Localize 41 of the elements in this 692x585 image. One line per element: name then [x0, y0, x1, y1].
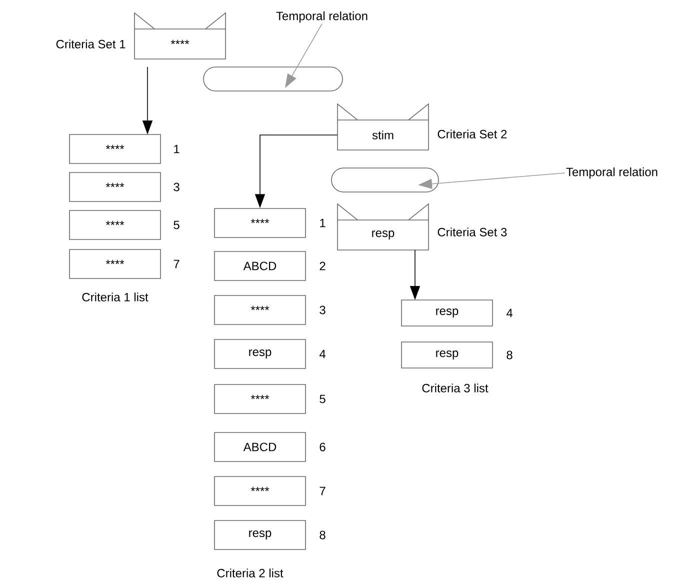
- set-label: Criteria Set 2: [438, 130, 507, 138]
- list-box: resp: [214, 520, 306, 550]
- list-box: ****: [214, 476, 306, 506]
- criteria-set-box: ****: [134, 12, 226, 60]
- list-caption: Criteria 1 list: [82, 292, 148, 302]
- list-box: ABCD: [214, 432, 306, 462]
- capsule-shape: [331, 168, 439, 192]
- item-number: 4: [506, 308, 513, 318]
- item-number: 5: [320, 394, 326, 404]
- list-box: ****: [69, 210, 161, 240]
- criteria-set-box: resp: [337, 203, 429, 250]
- list-caption: Criteria 2 list: [217, 568, 284, 578]
- list-box: ****: [69, 249, 161, 279]
- item-number: 1: [320, 218, 326, 228]
- list-box: ****: [69, 172, 161, 202]
- item-number: 1: [174, 144, 180, 154]
- list-box: resp: [401, 342, 493, 368]
- list-box: ****: [214, 384, 306, 414]
- callout-text: Temporal relation: [276, 11, 368, 23]
- callout-text: Temporal relation: [566, 167, 658, 179]
- set-label: Criteria Set 1: [56, 40, 126, 48]
- item-number: 5: [174, 220, 180, 230]
- criteria-set-box: stim: [337, 103, 429, 150]
- item-number: 8: [506, 350, 512, 360]
- item-number: 6: [320, 442, 326, 452]
- list-box: resp: [214, 339, 306, 369]
- list-box: ABCD: [214, 251, 306, 281]
- list-box: ****: [214, 208, 306, 238]
- list-caption: Criteria 3 list: [422, 384, 488, 392]
- item-number: 3: [320, 306, 326, 314]
- list-box: resp: [401, 300, 493, 326]
- item-number: 7: [174, 260, 180, 268]
- list-box: ****: [69, 134, 161, 164]
- item-number: 8: [320, 530, 326, 540]
- item-number: 2: [320, 262, 326, 270]
- list-box: ****: [214, 295, 306, 325]
- set-label: Criteria Set 3: [438, 228, 507, 236]
- item-number: 4: [320, 350, 326, 358]
- item-number: 3: [174, 182, 180, 192]
- item-number: 7: [320, 486, 326, 496]
- capsule-shape: [203, 66, 343, 92]
